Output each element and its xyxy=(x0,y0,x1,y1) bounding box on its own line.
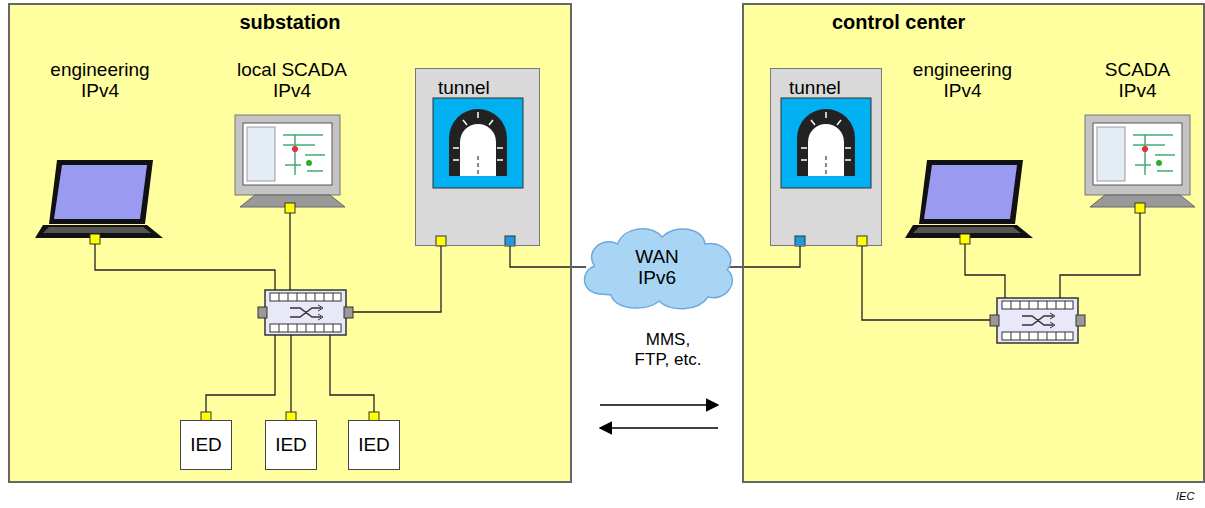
engineering-workstation-label: engineering IPv4 xyxy=(44,59,156,102)
tunnel-box-fill xyxy=(415,68,540,246)
monitor-icon xyxy=(235,115,345,213)
flow-arrow xyxy=(600,427,718,429)
control-center-region: control center tunnel engineering IPv4 SCAD… xyxy=(742,3,1205,483)
scada-workstation: local SCADA IPv4 xyxy=(222,55,362,210)
ied-box: IED xyxy=(180,420,232,470)
cloud-shape xyxy=(585,229,733,309)
switch-icon xyxy=(258,290,353,335)
laptop-icon xyxy=(905,160,1033,244)
wan-cloud: WAN IPv6 xyxy=(577,222,737,312)
ied-box-label: IED xyxy=(190,434,222,455)
engineering-workstation: engineering IPv4 xyxy=(900,55,1025,247)
ipv6-port xyxy=(505,236,515,246)
switch-icon xyxy=(990,298,1085,343)
ied-box-label: IED xyxy=(358,434,390,455)
engineering-workstation-label: engineering IPv4 xyxy=(907,59,1019,102)
ied-box: IED xyxy=(265,420,317,470)
network-wire xyxy=(290,335,291,412)
ipv6-port xyxy=(795,236,805,246)
network-wire xyxy=(206,335,275,412)
tunnel-box-label: tunnel xyxy=(789,77,841,98)
wan-link xyxy=(729,246,800,267)
protocol-label: MMS, FTP, etc. xyxy=(628,330,708,369)
control-center-region-label: control center xyxy=(832,11,965,33)
ied-box-label: IED xyxy=(275,434,307,455)
tunnel-box-label: tunnel xyxy=(438,77,490,98)
scada-workstation: SCADA IPv4 xyxy=(1075,55,1200,210)
flow-arrow xyxy=(600,404,718,406)
wan-link xyxy=(510,246,586,267)
scada-workstation-label: local SCADA IPv4 xyxy=(228,59,356,102)
network-wire xyxy=(862,246,990,320)
tunnel-box: tunnel xyxy=(415,68,540,246)
control-center-region-fill xyxy=(742,3,1205,483)
network-wire xyxy=(353,246,441,312)
wan-cloud-label: WAN IPv6 xyxy=(627,246,687,289)
network-wire xyxy=(965,244,1005,298)
network-wire xyxy=(289,213,290,290)
tunnel-icon xyxy=(433,98,523,188)
tunnel-box: tunnel xyxy=(770,68,882,246)
substation-region-fill xyxy=(8,3,572,483)
ipv4-port xyxy=(436,236,446,246)
network-wire xyxy=(330,335,374,412)
scada-workstation-label: SCADA IPv4 xyxy=(1098,59,1178,102)
substation-region: substation engineering IPv4 local SCADA IP… xyxy=(8,3,572,483)
tunnel-box-fill xyxy=(770,68,882,246)
substation-region-label: substation xyxy=(239,11,340,33)
ipv4-port xyxy=(857,236,867,246)
monitor-icon xyxy=(1085,115,1195,213)
source-mark: IEC xyxy=(1176,490,1194,503)
engineering-workstation: engineering IPv4 xyxy=(35,55,165,245)
ied-box: IED xyxy=(348,420,400,470)
network-wire xyxy=(95,244,275,290)
network-wire xyxy=(1060,213,1140,298)
tunnel-icon xyxy=(781,98,871,188)
laptop-icon xyxy=(35,160,163,244)
